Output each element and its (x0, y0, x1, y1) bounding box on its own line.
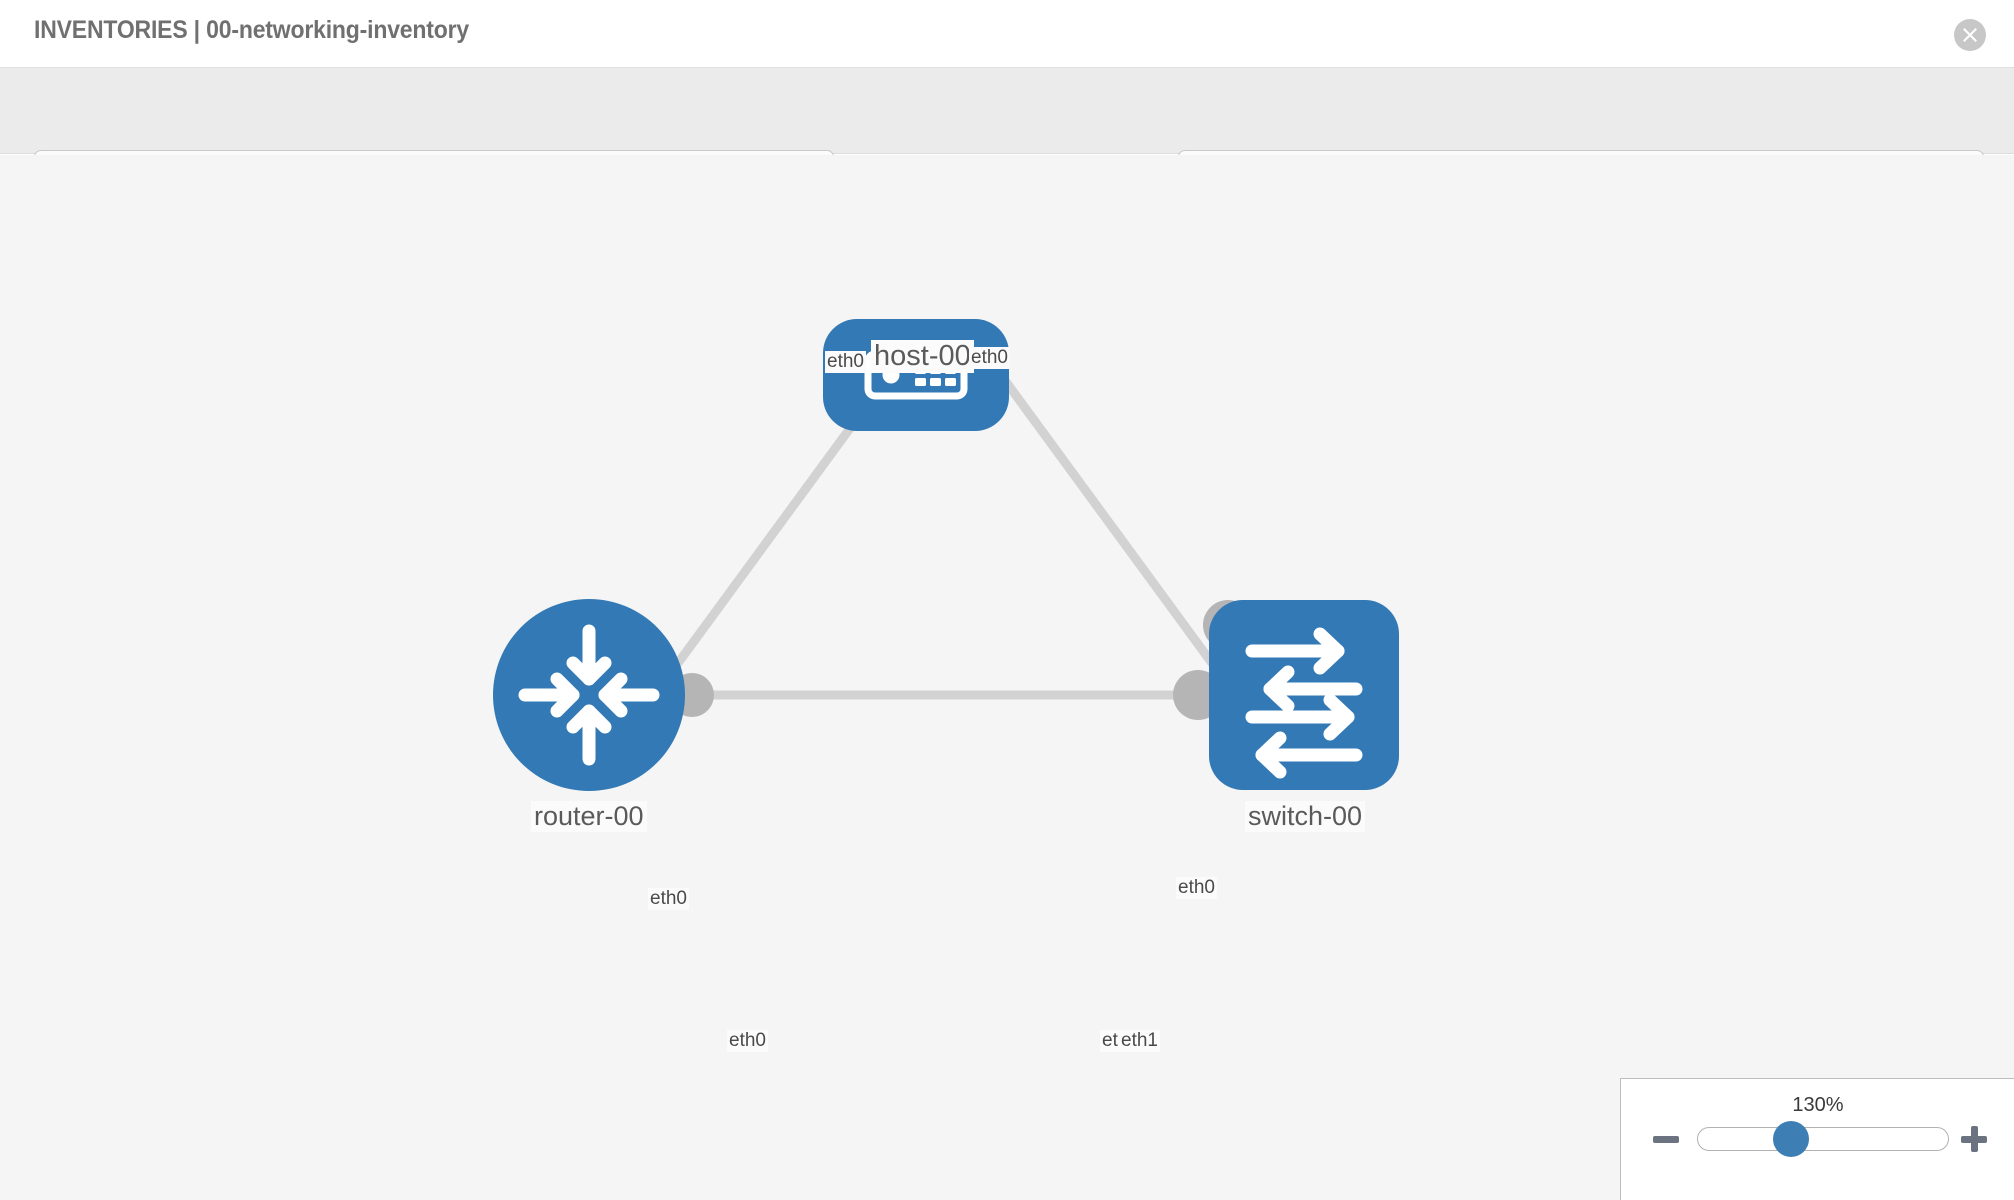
link-host-switch (986, 357, 1232, 688)
zoom-slider-thumb[interactable] (1773, 1121, 1809, 1157)
router-arrows-icon (518, 624, 660, 766)
node-switch-00 (1209, 600, 1399, 790)
switch-arrows-icon (1245, 627, 1363, 779)
node-label-host-00: host-00 (871, 340, 974, 373)
node-label-router-00: router-00 (531, 801, 647, 832)
zoom-slider-track[interactable] (1697, 1127, 1949, 1151)
zoom-out-button[interactable] (1653, 1136, 1679, 1143)
close-icon[interactable] (1954, 19, 1986, 51)
zoom-control-panel: 130% (1620, 1078, 2014, 1200)
node-router-00 (493, 599, 685, 791)
page-title: INVENTORIES | 00-networking-inventory (34, 16, 470, 44)
topology-canvas[interactable]: host-00 router-00 switch-00 eth0 eth0 et… (0, 155, 2014, 1200)
node-label-switch-00: switch-00 (1245, 801, 1366, 832)
zoom-in-button[interactable] (1961, 1126, 1987, 1152)
toolbar: ACTIONS SEARCH (0, 68, 2014, 200)
node-host-00 (823, 319, 1009, 431)
zoom-percent-label: 130% (1792, 1094, 1844, 1116)
edge-label-host-right: eth0 (969, 347, 1010, 369)
edge-label-switch-left: eth1 (1119, 1030, 1160, 1052)
page-header: INVENTORIES | 00-networking-inventory (0, 0, 2014, 68)
edge-label-host-left: eth0 (825, 351, 866, 373)
topology-graph (493, 319, 1399, 791)
edge-label-router-up: eth0 (648, 888, 689, 910)
edge-label-switch-up: eth0 (1176, 877, 1217, 899)
edge-label-router-right: eth0 (727, 1030, 768, 1052)
